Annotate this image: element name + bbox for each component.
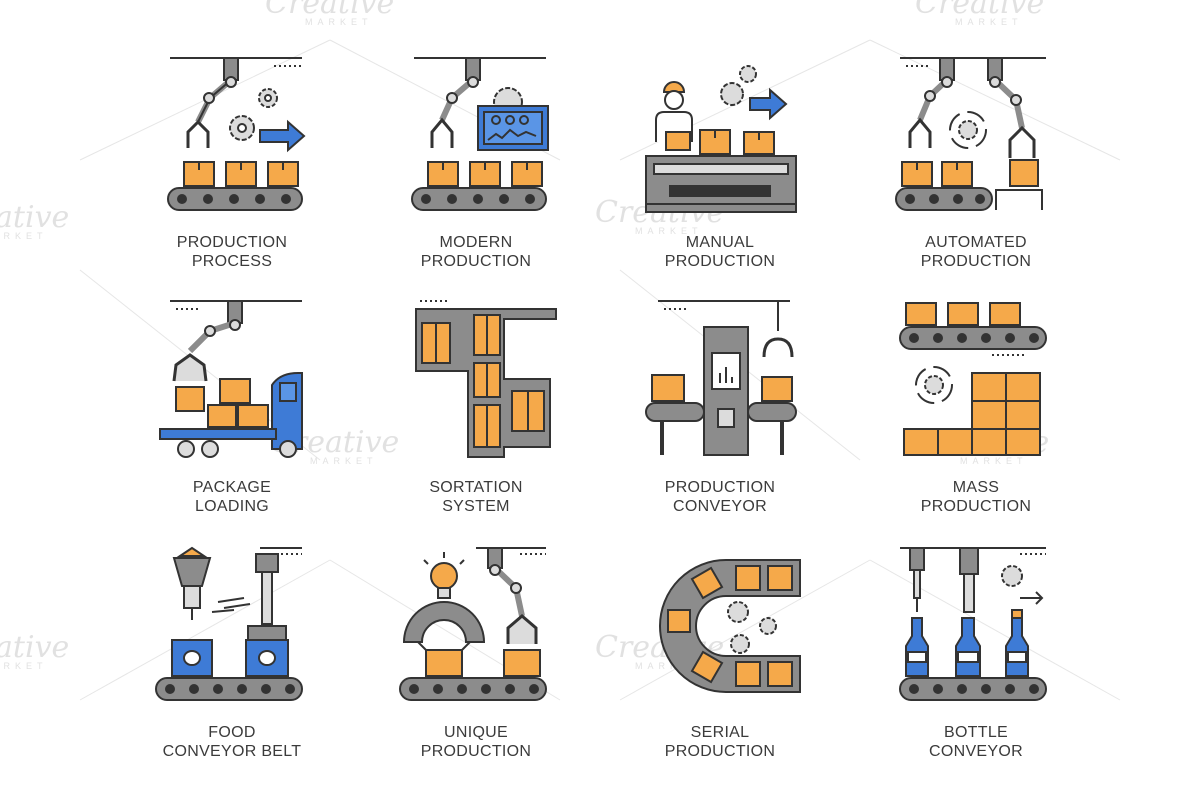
production-conveyor-icon: [645, 300, 797, 456]
food-conveyor-belt-icon: [155, 546, 303, 701]
bottle-conveyor-icon: [899, 547, 1047, 701]
automated-production-icon: [895, 57, 1046, 211]
manual-production-icon: [645, 65, 797, 213]
modern-production-icon: [411, 57, 549, 211]
mass-production-icon: [899, 302, 1047, 456]
sortation-system-icon: [415, 300, 557, 458]
unique-production-icon: [399, 547, 547, 701]
package-loading-icon: [159, 300, 303, 458]
production-process-icon: [167, 57, 306, 211]
serial-production-icon: [659, 559, 801, 693]
